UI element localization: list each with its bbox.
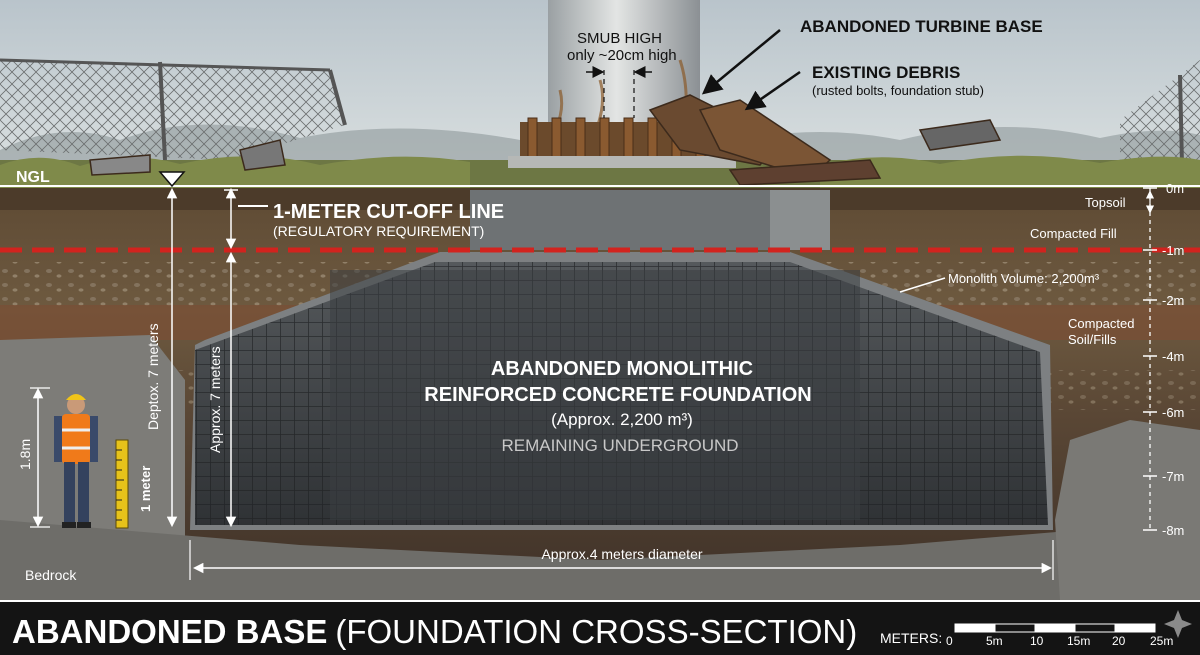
label-ruler: 1 meter	[138, 466, 153, 512]
bedrock-bottom	[0, 520, 1200, 600]
label-foundation-3: (Approx. 2,200 m³)	[551, 410, 693, 429]
sparkle-icon	[1164, 610, 1192, 638]
label-debris-sub: (rusted bolts, foundation stub)	[812, 83, 984, 98]
debris-pile	[89, 94, 1002, 186]
label-depth-left: Deptox. 7 meters	[145, 323, 161, 430]
debris-callout-arrow	[744, 70, 801, 111]
label-person-height: 1.8m	[17, 439, 33, 470]
label-foundation-1: ABANDONED MONOLITHIC	[491, 358, 753, 380]
scale-tick-3: 15m	[1067, 634, 1090, 648]
footer-title-rest: (FOUNDATION CROSS-SECTION)	[335, 613, 857, 650]
label-diameter: Approx.4 meters diameter	[541, 546, 702, 562]
label-foundation-2: REINFORCED CONCRETE FOUNDATION	[424, 384, 811, 406]
meter-scale-bar: METERS: 0 5m 10 15m 20 25m	[880, 623, 1173, 648]
depth-scale	[1143, 187, 1157, 531]
label-soil-fills-1: Compacted	[1068, 316, 1134, 331]
label-stub-height-2: only ~20cm high	[567, 47, 677, 64]
depth-tick-0: 0m	[1166, 181, 1184, 196]
measuring-ruler	[115, 439, 129, 529]
label-ngl: NGL	[16, 169, 50, 186]
scale-tick-0: 0	[946, 634, 953, 648]
label-topsoil: Topsoil	[1085, 195, 1126, 210]
scale-tick-2: 10	[1030, 634, 1044, 648]
depth-tick-1: -1m	[1162, 243, 1184, 258]
safety-vest	[62, 414, 90, 464]
label-cutoff-title: 1-METER CUT-OFF LINE	[273, 201, 504, 223]
turbine-callout-arrow	[701, 29, 781, 95]
label-debris-title: EXISTING DEBRIS	[812, 63, 960, 82]
bedrock-right	[1055, 420, 1200, 600]
label-bedrock: Bedrock	[25, 567, 77, 583]
concrete-monolith	[190, 252, 1053, 530]
label-stub-height-1: SMUB HIGH	[577, 30, 662, 47]
scale-tick-5: 25m	[1150, 634, 1173, 648]
depth-tick-2: -2m	[1162, 293, 1184, 308]
footer-title: ABANDONED BASE(FOUNDATION CROSS-SECTION)	[12, 613, 857, 650]
label-foundation-4: REMAINING UNDERGROUND	[501, 436, 738, 455]
chain-link-fence-left	[0, 58, 347, 161]
worker-figure	[54, 394, 98, 528]
scale-tick-4: 20	[1112, 634, 1126, 648]
label-cutoff-sub: (REGULATORY REQUIREMENT)	[273, 223, 484, 239]
label-depth-inner: Approx. 7 meters	[207, 346, 223, 453]
depth-tick-5: -7m	[1162, 469, 1184, 484]
chain-link-fence-right	[1120, 60, 1200, 166]
depth-tick-3: -4m	[1162, 349, 1184, 364]
scale-tick-1: 5m	[986, 634, 1003, 648]
scale-label: METERS:	[880, 630, 942, 646]
label-soil-fills-2: Soil/Fills	[1068, 332, 1117, 347]
label-monolith-volume: Monolith Volume: 2,200m³	[948, 271, 1100, 286]
depth-tick-6: -8m	[1162, 523, 1184, 538]
label-compacted-fill: Compacted Fill	[1030, 226, 1117, 241]
depth-tick-4: -6m	[1162, 405, 1184, 420]
label-turbine-base: ABANDONED TURBINE BASE	[800, 17, 1043, 36]
ngl-marker-icon	[158, 171, 186, 188]
footer-title-bold: ABANDONED BASE	[12, 613, 327, 650]
